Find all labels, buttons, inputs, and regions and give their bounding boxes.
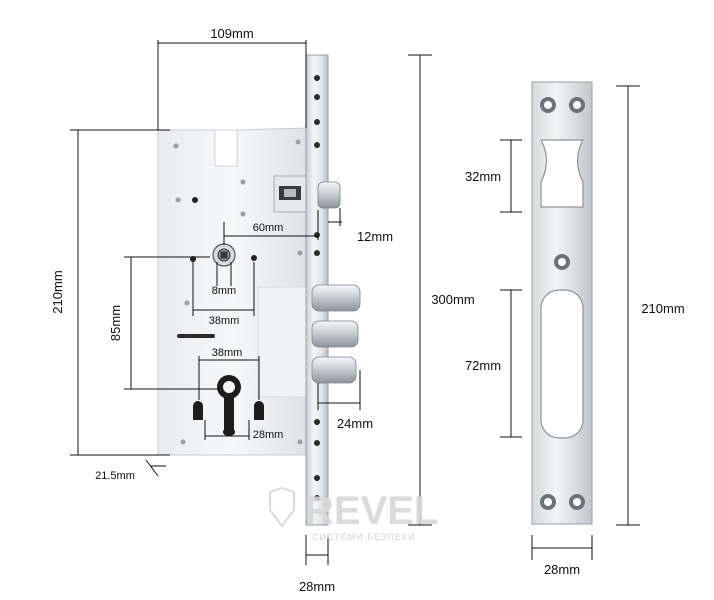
label-strike-upper: 32mm (465, 169, 501, 184)
label-body-height: 210mm (50, 270, 65, 313)
rivet (192, 197, 198, 203)
rivet (295, 139, 301, 145)
rivet (240, 211, 246, 217)
label-front-plate-length: 300mm (431, 292, 474, 307)
cylinder-cutout (193, 375, 264, 436)
label-faceplate-width: 28mm (299, 579, 335, 594)
label-spindle: 8mm (212, 285, 236, 297)
rivet (180, 439, 186, 445)
shield-logo-icon (269, 486, 295, 528)
rivet (240, 179, 246, 185)
label-strike-lower: 72mm (465, 358, 501, 373)
watermark-brand: REVEL (305, 489, 438, 533)
rivet (297, 250, 303, 256)
label-handle-spacing: 38mm (209, 315, 240, 327)
dimension-lines (70, 40, 432, 565)
label-bolt-throw: 24mm (337, 416, 373, 431)
label-lock-width: 109mm (210, 26, 253, 41)
gear-housing (257, 286, 307, 398)
watermark-tagline: СИСТЕМИ БЕЗПЕКИ (312, 532, 415, 542)
rivet (184, 300, 190, 306)
deadbolts (311, 284, 361, 384)
label-cylinder-spacing: 38mm (212, 347, 243, 359)
rivet (297, 439, 303, 445)
strike-plate (531, 81, 593, 525)
lock-body (157, 127, 307, 456)
rivet (173, 143, 179, 149)
dimension-labels: 109mm 210mm 85mm 60mm 12mm 8mm 38mm 38mm… (50, 26, 685, 594)
label-deadbolt-throw: 12mm (357, 229, 393, 244)
strike-dimension-lines (500, 85, 640, 560)
label-backset: 60mm (253, 222, 284, 234)
label-strike-height: 210mm (641, 301, 684, 316)
label-cylinder-width: 28mm (253, 429, 284, 441)
rivet (175, 197, 181, 203)
label-handle-to-cylinder: 85mm (108, 305, 123, 341)
label-strike-width: 28mm (544, 562, 580, 577)
label-body-depth: 21.5mm (95, 470, 135, 482)
revel-watermark: REVEL СИСТЕМИ БЕЗПЕКИ (269, 486, 438, 542)
strike-lower-slot (540, 289, 584, 439)
latch-bolt (317, 181, 341, 209)
top-slot (214, 129, 238, 167)
lever-slot (177, 334, 215, 338)
strike-upper-slot (539, 139, 585, 208)
